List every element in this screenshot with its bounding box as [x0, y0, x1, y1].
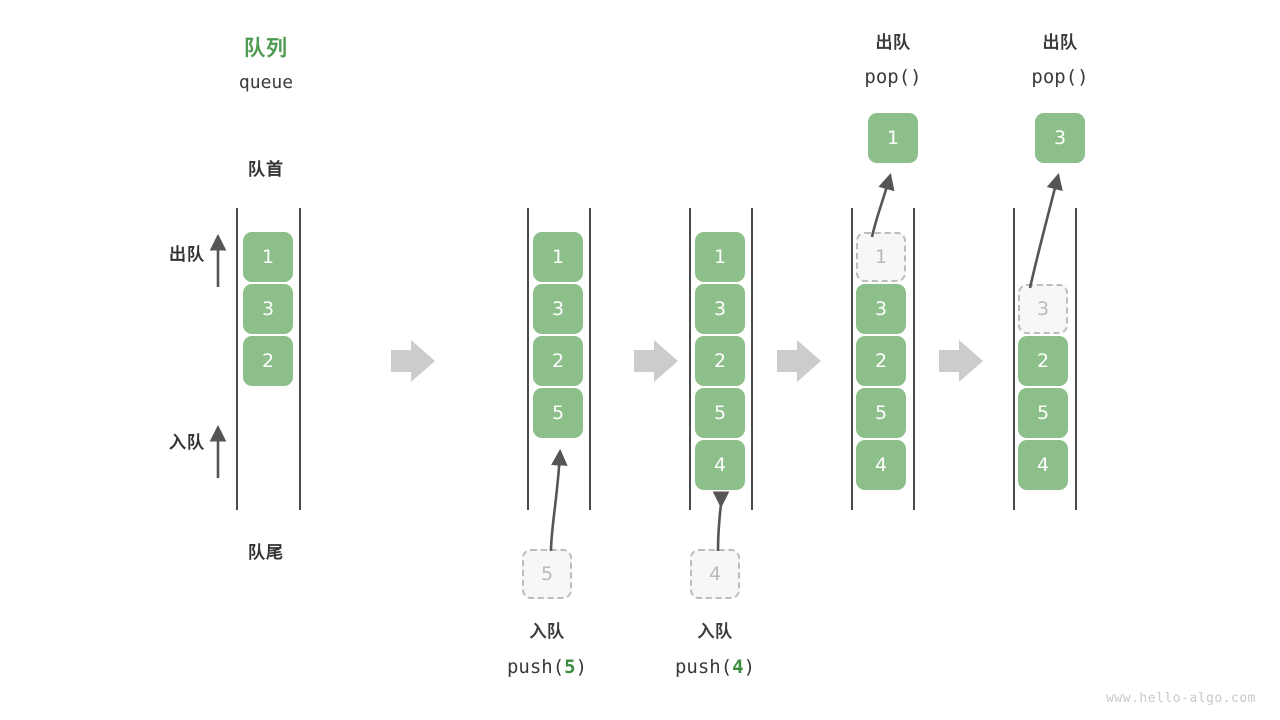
op-label-cn-pop3: 出队 [1042, 33, 1078, 53]
queue-front-label: 队首 [248, 160, 284, 180]
dequeue-direction-label: 出队 [169, 245, 205, 265]
op-label-code-pop1: pop() [833, 66, 953, 90]
queue-rail-right-c2 [589, 208, 591, 510]
queue-rail-right-c3 [751, 208, 753, 510]
op-code-prefix: pop( [864, 66, 911, 88]
queue-title-code: queue [238, 72, 294, 93]
op-label-cn-push5: 入队 [529, 622, 565, 642]
push5-motion-arrow [549, 448, 568, 552]
queue-rail-right-c5 [1075, 208, 1077, 510]
queue-item: 5 [856, 388, 906, 438]
queue-item: 5 [1018, 388, 1068, 438]
queue-item: 4 [856, 440, 906, 490]
push4-motion-arrow [712, 491, 730, 552]
op-code-suffix: ) [575, 656, 588, 678]
op-code-suffix: ) [910, 66, 922, 88]
queue-item-removed: 1 [856, 232, 906, 282]
stage-separator-arrow [634, 340, 678, 382]
queue-item: 2 [856, 336, 906, 386]
popped-item: 1 [868, 113, 918, 163]
site-watermark: www.hello-algo.com [1106, 691, 1256, 706]
queue-item: 4 [1018, 440, 1068, 490]
queue-item: 3 [856, 284, 906, 334]
queue-rail-right-c4 [913, 208, 915, 510]
queue-item-new: 4 [695, 440, 745, 490]
queue-item: 3 [533, 284, 583, 334]
queue-item: 3 [243, 284, 293, 334]
queue-rail-left-c3 [689, 208, 691, 510]
enqueue-direction-label: 入队 [169, 433, 205, 453]
op-label-cn-pop1: 出队 [875, 33, 911, 53]
queue-rail-left-c1 [236, 208, 238, 510]
queue-item: 1 [695, 232, 745, 282]
op-code-value: 4 [732, 656, 744, 678]
stage-separator-arrow [939, 340, 983, 382]
op-label-code-pop3: pop() [1000, 66, 1120, 90]
incoming-item-ghost: 5 [522, 549, 572, 599]
queue-item: 1 [243, 232, 293, 282]
stage-separator-arrow [391, 340, 435, 382]
pop1-motion-arrow [870, 172, 895, 238]
incoming-item-ghost: 4 [690, 549, 740, 599]
op-code-prefix: push( [506, 656, 565, 678]
queue-item-removed: 3 [1018, 284, 1068, 334]
queue-item: 2 [695, 336, 745, 386]
op-label-code-push5: push(5) [487, 656, 607, 680]
queue-item: 5 [695, 388, 745, 438]
queue-title-cn: 队列 [244, 36, 288, 60]
queue-rail-left-c4 [851, 208, 853, 510]
op-code-suffix: ) [743, 656, 756, 678]
queue-rail-left-c5 [1013, 208, 1015, 510]
op-code-prefix: pop( [1031, 66, 1078, 88]
queue-item: 2 [533, 336, 583, 386]
queue-item: 3 [695, 284, 745, 334]
queue-rail-left-c2 [527, 208, 529, 510]
pop3-motion-arrow [1028, 172, 1063, 289]
queue-item: 1 [533, 232, 583, 282]
op-label-code-push4: push(4) [655, 656, 775, 680]
queue-item-new: 5 [533, 388, 583, 438]
stage-separator-arrow [777, 340, 821, 382]
popped-item: 3 [1035, 113, 1085, 163]
op-code-prefix: push( [674, 656, 733, 678]
queue-rail-right-c1 [299, 208, 301, 510]
queue-item: 2 [243, 336, 293, 386]
queue-item: 2 [1018, 336, 1068, 386]
op-label-cn-push4: 入队 [697, 622, 733, 642]
queue-rear-label: 队尾 [248, 543, 284, 563]
op-code-suffix: ) [1077, 66, 1089, 88]
op-code-value: 5 [564, 656, 576, 678]
